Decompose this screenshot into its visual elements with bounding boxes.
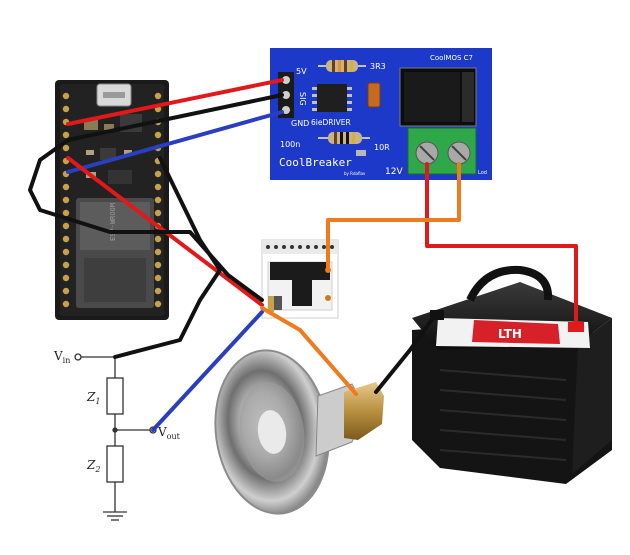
module-label: ESP-WROOM [109,203,117,241]
resistor-10r: 10R [318,132,390,152]
esp32-board: ESP-WROOM [55,80,169,320]
brand-small: by Rdaflav [344,171,366,176]
mosfet: CoolMOS C7 [399,54,477,127]
wire-black-gnd [66,93,284,142]
sensor-board [261,239,339,319]
wire-black-loop [28,138,264,302]
brand-label: CoolBreaker [279,156,352,169]
voltage-divider-schematic [74,353,157,521]
svg-text:10R: 10R [374,143,390,152]
cap-label: 100n [280,140,300,149]
pin-label-gnd: GND [291,119,309,128]
battery-label: LTH [498,327,522,341]
wire-red-battery [425,162,578,324]
wire-blue-vout [151,310,264,432]
halogen-bulb [214,349,384,515]
positive-terminal [568,322,584,332]
wire-orange-bulb [260,306,358,396]
left-header-pins [62,92,70,308]
impedance-z1 [106,377,124,415]
wire-black-bulb [374,312,438,394]
svg-text:CoolMOS C7: CoolMOS C7 [430,54,473,62]
load-label: Lod [478,170,487,176]
wire-red-5v [66,78,284,126]
wires [28,78,578,432]
car-battery: LTH [412,265,612,484]
resistor-3r3: 3R3 [318,60,386,72]
wire-blue-sig [66,110,284,174]
z2-label: Z2 [86,458,100,474]
svg-text:3R3: 3R3 [370,62,386,71]
screw-terminal [407,127,477,175]
capacitor [367,82,381,108]
pin-label-5v: 5V [296,67,307,76]
z1-label: Z1 [86,390,100,406]
coolbreaker-board: 5V SIG GND 3R3 6ieDRIVER [270,48,492,180]
supply-label: 12V [385,167,403,177]
vin-label: Vin [53,349,70,365]
pin-label-sig: SIG [298,92,307,106]
bulb-base [344,382,384,440]
impedance-z2 [106,445,124,483]
wire-orange-load [326,162,461,272]
svg-text:6ieDRIVER: 6ieDRIVER [311,118,351,127]
ground-symbol [103,511,127,521]
driver-ic: 6ieDRIVER [311,84,352,127]
vout-label: Vout [157,425,181,441]
